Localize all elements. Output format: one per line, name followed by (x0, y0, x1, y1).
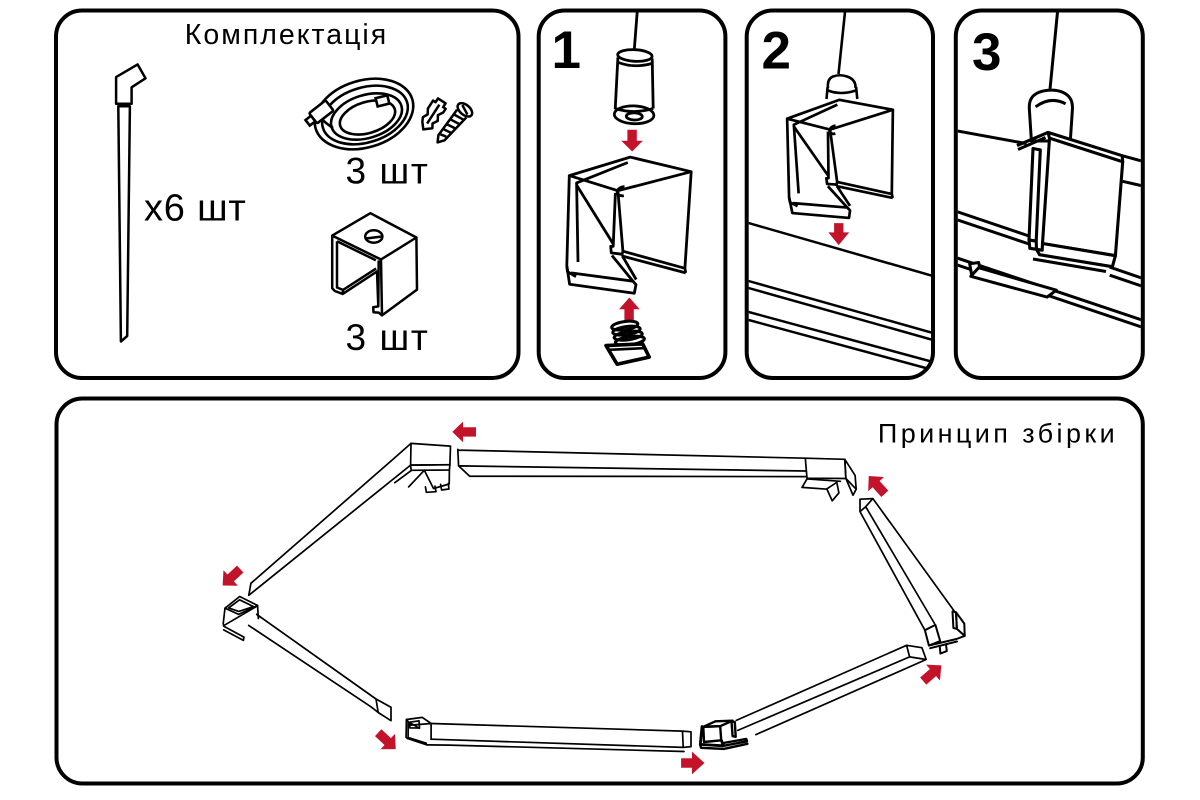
svg-text:3: 3 (972, 23, 1001, 82)
svg-text:2: 2 (762, 22, 791, 81)
svg-text:3 шт: 3 шт (346, 317, 430, 358)
svg-text:3 шт: 3 шт (346, 151, 430, 192)
svg-text:Комплектація: Комплектація (185, 19, 388, 51)
svg-text:1: 1 (552, 21, 581, 80)
svg-text:х6 шт: х6 шт (144, 188, 247, 230)
svg-text:Принцип збірки: Принцип збірки (878, 419, 1118, 449)
